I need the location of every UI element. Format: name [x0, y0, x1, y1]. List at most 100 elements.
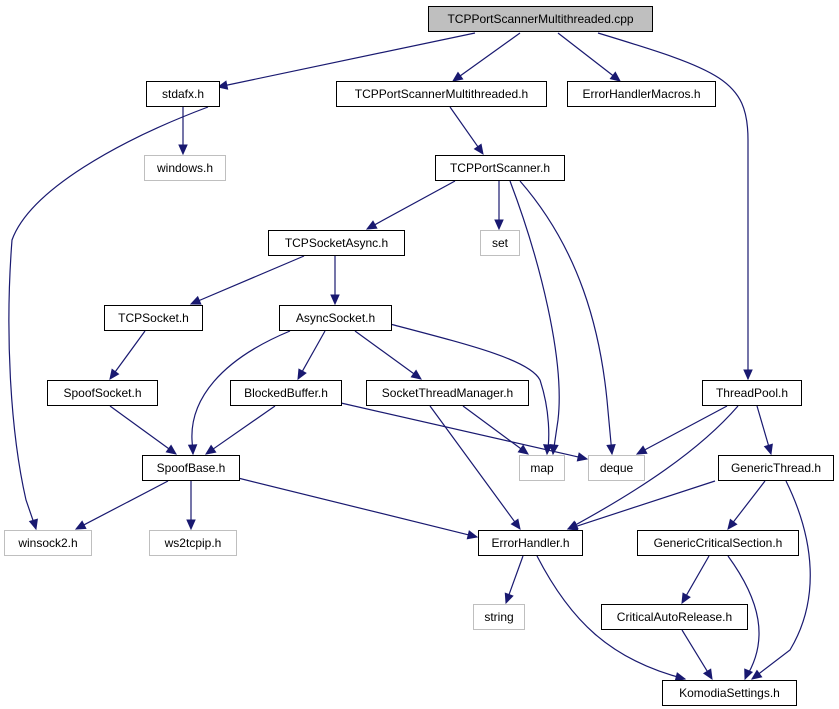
node-box[interactable]	[662, 680, 797, 706]
node-box[interactable]	[104, 305, 203, 331]
edge-root-to-ehm	[557, 32, 621, 82]
node-box[interactable]	[637, 530, 799, 556]
node-label: set	[492, 236, 509, 250]
node-box[interactable]	[480, 230, 520, 256]
node-label: windows.h	[156, 161, 213, 175]
node-box[interactable]	[268, 230, 405, 256]
node-label: SpoofBase.h	[157, 461, 226, 475]
edge-tps-to-tsa	[365, 180, 456, 230]
edge-arrowhead	[189, 295, 202, 305]
edge-arrowhead	[451, 71, 464, 82]
node-label: BlockedBuffer.h	[244, 386, 328, 400]
edge-tp-to-deque	[635, 405, 728, 455]
node-async[interactable]: AsyncSocket.h	[279, 305, 392, 331]
node-box[interactable]	[142, 455, 240, 481]
node-box[interactable]	[601, 604, 748, 630]
node-stm[interactable]: SocketThreadManager.h	[366, 380, 529, 406]
edge-line	[198, 255, 305, 302]
node-box[interactable]	[478, 530, 583, 556]
node-label: GenericCriticalSection.h	[654, 536, 783, 550]
node-spoofb[interactable]: SpoofBase.h	[142, 455, 240, 481]
node-box[interactable]	[718, 455, 834, 481]
edge-line	[685, 555, 710, 597]
edge-arrowhead	[297, 368, 307, 381]
edge-gt-to-gcs	[727, 480, 766, 530]
edge-arrowhead	[609, 71, 621, 82]
edge-tsa-to-tcps	[189, 255, 305, 305]
node-box[interactable]	[366, 380, 529, 406]
edge-arrowhead	[28, 518, 38, 531]
node-car[interactable]: CriticalAutoRelease.h	[601, 604, 748, 630]
node-label: stdafx.h	[162, 87, 204, 101]
edge-arrowhead	[635, 445, 648, 455]
node-box[interactable]	[336, 81, 547, 107]
edge-root-to-stdafx	[216, 32, 476, 90]
node-box[interactable]	[47, 380, 158, 406]
node-box[interactable]	[144, 155, 226, 181]
edge-root-to-tpsmh	[451, 32, 521, 82]
node-winsock[interactable]: winsock2.h	[4, 530, 92, 556]
edge-async-to-stm	[354, 330, 422, 380]
edge-line	[114, 330, 146, 373]
node-windows[interactable]: windows.h	[144, 155, 226, 181]
edge-line	[459, 32, 521, 77]
node-set[interactable]: set	[480, 230, 520, 256]
edge-arrowhead	[216, 80, 229, 90]
node-label: GenericThread.h	[731, 461, 821, 475]
node-tcps[interactable]: TCPSocket.h	[104, 305, 203, 331]
node-blocked[interactable]: BlockedBuffer.h	[230, 380, 342, 406]
edge-arrowhead	[744, 668, 754, 681]
node-box[interactable]	[567, 81, 716, 107]
node-tpsmh[interactable]: TCPPortScannerMultithreaded.h	[336, 81, 547, 107]
edge-root-to-tp	[597, 32, 753, 381]
edge-line	[567, 405, 739, 530]
node-ks[interactable]: KomodiaSettings.h	[662, 680, 797, 706]
node-box[interactable]	[146, 81, 220, 107]
node-box[interactable]	[435, 155, 565, 181]
node-eh[interactable]: ErrorHandler.h	[478, 530, 583, 556]
edge-tps-to-map	[509, 180, 560, 456]
node-box[interactable]	[149, 530, 237, 556]
node-map[interactable]: map	[519, 455, 565, 481]
node-box[interactable]	[473, 604, 525, 630]
node-tp[interactable]: ThreadPool.h	[702, 380, 802, 406]
edge-arrowhead	[330, 294, 340, 306]
node-gt[interactable]: GenericThread.h	[718, 455, 834, 481]
edge-arrowhead	[674, 672, 687, 682]
node-tps[interactable]: TCPPortScanner.h	[435, 155, 565, 181]
node-box[interactable]	[230, 380, 342, 406]
node-box[interactable]	[4, 530, 92, 556]
node-label: ErrorHandlerMacros.h	[582, 87, 700, 101]
edge-arrowhead	[178, 144, 188, 156]
edge-line	[340, 402, 580, 458]
node-ws2[interactable]: ws2tcpip.h	[149, 530, 237, 556]
node-label: AsyncSocket.h	[296, 311, 375, 325]
edge-arrowhead	[751, 669, 763, 680]
edge-arrowhead	[566, 521, 579, 531]
node-label: ThreadPool.h	[716, 386, 788, 400]
edge-line	[429, 405, 516, 523]
node-box[interactable]	[519, 455, 565, 481]
edge-blocked-to-spoofb	[204, 405, 276, 455]
edge-arrowhead	[681, 592, 691, 605]
node-box[interactable]	[702, 380, 802, 406]
edge-arrowhead	[504, 592, 514, 605]
edge-line	[751, 480, 811, 680]
node-box[interactable]	[428, 6, 653, 32]
node-gcs[interactable]: GenericCriticalSection.h	[637, 530, 799, 556]
node-ehm[interactable]: ErrorHandlerMacros.h	[567, 81, 716, 107]
node-root[interactable]: TCPPortScannerMultithreaded.cpp	[428, 6, 653, 32]
node-stdafx[interactable]: stdafx.h	[146, 81, 220, 107]
edge-stdafx-to-windows	[178, 107, 188, 156]
node-spoofs[interactable]: SpoofSocket.h	[47, 380, 158, 406]
edge-gt-to-ks	[751, 480, 811, 680]
edge-line	[519, 180, 613, 455]
node-box[interactable]	[588, 455, 645, 481]
node-tsa[interactable]: TCPSocketAsync.h	[268, 230, 405, 256]
node-deque[interactable]: deque	[588, 455, 645, 481]
node-string[interactable]: string	[473, 604, 525, 630]
node-label: TCPPortScannerMultithreaded.cpp	[447, 12, 633, 26]
edge-arrowhead	[494, 219, 504, 231]
node-box[interactable]	[279, 305, 392, 331]
